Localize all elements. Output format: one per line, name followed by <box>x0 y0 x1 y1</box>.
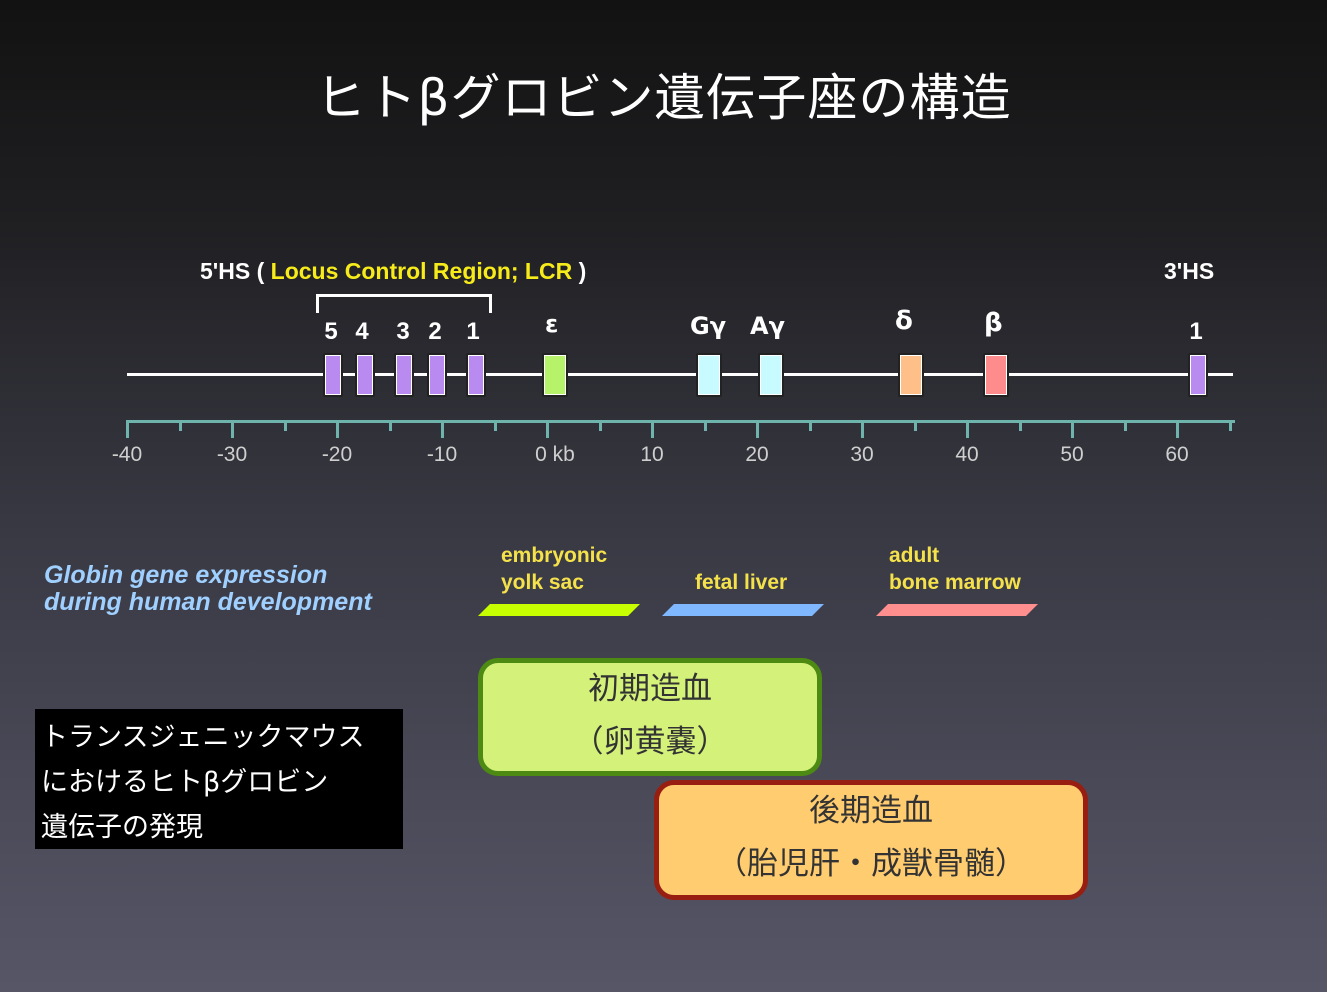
expression-heading-line2: during human development <box>44 588 372 616</box>
hs-number-1: 1 <box>466 318 480 345</box>
gene-box-g-gamma <box>696 353 722 397</box>
hs-box-1 <box>466 353 486 397</box>
axis-major-tick <box>546 420 549 438</box>
lcr-label: Locus Control Region; LCR <box>270 258 573 284</box>
gene-label-g-gamma: Gγ <box>690 312 727 340</box>
tick-label-20: 20 <box>745 443 769 466</box>
slide-title: ヒトβグロビン遺伝子座の構造 <box>315 69 1012 127</box>
tick-label-neg30: -30 <box>216 443 248 466</box>
locus-line <box>127 373 1233 376</box>
note-line1: トランスジェニックマウス <box>41 722 365 753</box>
hs-number-5: 5 <box>324 318 338 345</box>
axis-major-tick <box>231 420 234 438</box>
three-hs-number-1: 1 <box>1189 318 1203 345</box>
expression-heading-line1: Globin gene expression <box>44 561 328 589</box>
axis-major-tick <box>1071 420 1074 438</box>
late-line1: 後期造血 <box>809 793 933 829</box>
stage-adult-line2: bone marrow <box>889 571 1021 594</box>
note-line3: 遺伝子の発現 <box>41 812 203 843</box>
axis-minor-tick <box>598 420 602 431</box>
axis-major-tick <box>861 420 864 438</box>
early-hematopoiesis-box: 初期造血 （卵黄嚢） <box>478 658 822 776</box>
axis-minor-tick <box>178 420 182 431</box>
gene-label-beta: β <box>984 308 1003 338</box>
stage-bar-adult <box>876 604 1038 616</box>
gene-box-a-gamma <box>758 353 784 397</box>
kb-axis <box>127 420 1235 423</box>
stage-fetal-line2: fetal liver <box>695 571 788 594</box>
gene-label-epsilon: ε <box>545 310 559 338</box>
gene-box-beta <box>983 353 1009 397</box>
axis-minor-tick <box>283 420 287 431</box>
five-hs-label: 5'HS ( Locus Control Region; LCR ) <box>200 258 586 285</box>
tick-label-50: 50 <box>1060 443 1084 466</box>
tick-label-40: 40 <box>955 443 979 466</box>
stage-label-embryonic: embryonic yolk sac <box>501 542 607 596</box>
axis-major-tick <box>126 420 129 438</box>
hs-number-4: 4 <box>355 318 369 345</box>
axis-major-tick <box>1176 420 1179 438</box>
stage-label-adult: adult bone marrow <box>889 542 1021 596</box>
axis-major-tick <box>441 420 444 438</box>
late-hematopoiesis-box: 後期造血 （胎児肝・成獣骨髄） <box>654 780 1088 900</box>
tick-label-neg40: -40 <box>111 443 143 466</box>
axis-major-tick <box>651 420 654 438</box>
axis-minor-tick <box>913 420 917 431</box>
early-line1: 初期造血 <box>588 671 712 707</box>
stage-label-fetal: fetal liver <box>695 542 787 596</box>
transgenic-note: トランスジェニックマウス におけるヒトβグロビン 遺伝子の発現 <box>35 709 403 849</box>
close-paren: ) <box>578 258 587 284</box>
tick-label-30: 30 <box>850 443 874 466</box>
axis-minor-tick <box>808 420 812 431</box>
gene-box-delta <box>898 353 924 397</box>
axis-major-tick <box>336 420 339 438</box>
axis-minor-tick <box>703 420 707 431</box>
late-line2: （胎児肝・成獣骨髄） <box>716 846 1026 882</box>
five-hs-text: 5'HS ( <box>200 258 265 284</box>
three-hs-box-1 <box>1188 353 1208 397</box>
stage-embryonic-line1: embryonic <box>501 544 608 567</box>
stage-embryonic-line2: yolk sac <box>501 571 584 594</box>
axis-major-tick <box>756 420 759 438</box>
expression-heading: Globin gene expression during human deve… <box>44 562 372 616</box>
lcr-bracket <box>316 294 492 313</box>
tick-label-60: 60 <box>1165 443 1189 466</box>
stage-bar-embryonic <box>478 604 640 616</box>
hs-number-3: 3 <box>396 318 410 345</box>
hs-box-4 <box>355 353 375 397</box>
three-hs-label: 3'HS <box>1164 258 1215 284</box>
hs-number-2: 2 <box>428 318 442 345</box>
axis-minor-tick <box>493 420 497 431</box>
gene-box-epsilon <box>542 353 568 397</box>
axis-minor-tick <box>1018 420 1022 431</box>
early-line2: （卵黄嚢） <box>572 724 728 760</box>
hs-box-5 <box>323 353 343 397</box>
stage-fetal-line1 <box>695 542 787 569</box>
axis-minor-tick <box>1228 420 1232 431</box>
stage-bar-fetal <box>662 604 824 616</box>
hs-box-3 <box>394 353 414 397</box>
hs-box-2 <box>427 353 447 397</box>
tick-label-neg10: -10 <box>426 443 458 466</box>
tick-label-neg20: -20 <box>321 443 353 466</box>
axis-major-tick <box>966 420 969 438</box>
gene-label-delta: δ <box>895 306 913 336</box>
axis-minor-tick <box>1123 420 1127 431</box>
axis-minor-tick <box>388 420 392 431</box>
tick-label-10: 10 <box>640 443 664 466</box>
tick-label-0kb: 0 kb <box>535 443 575 466</box>
gene-label-a-gamma: Aγ <box>750 312 785 340</box>
note-line2: におけるヒトβグロビン <box>41 767 329 798</box>
stage-adult-line1: adult <box>889 544 940 567</box>
